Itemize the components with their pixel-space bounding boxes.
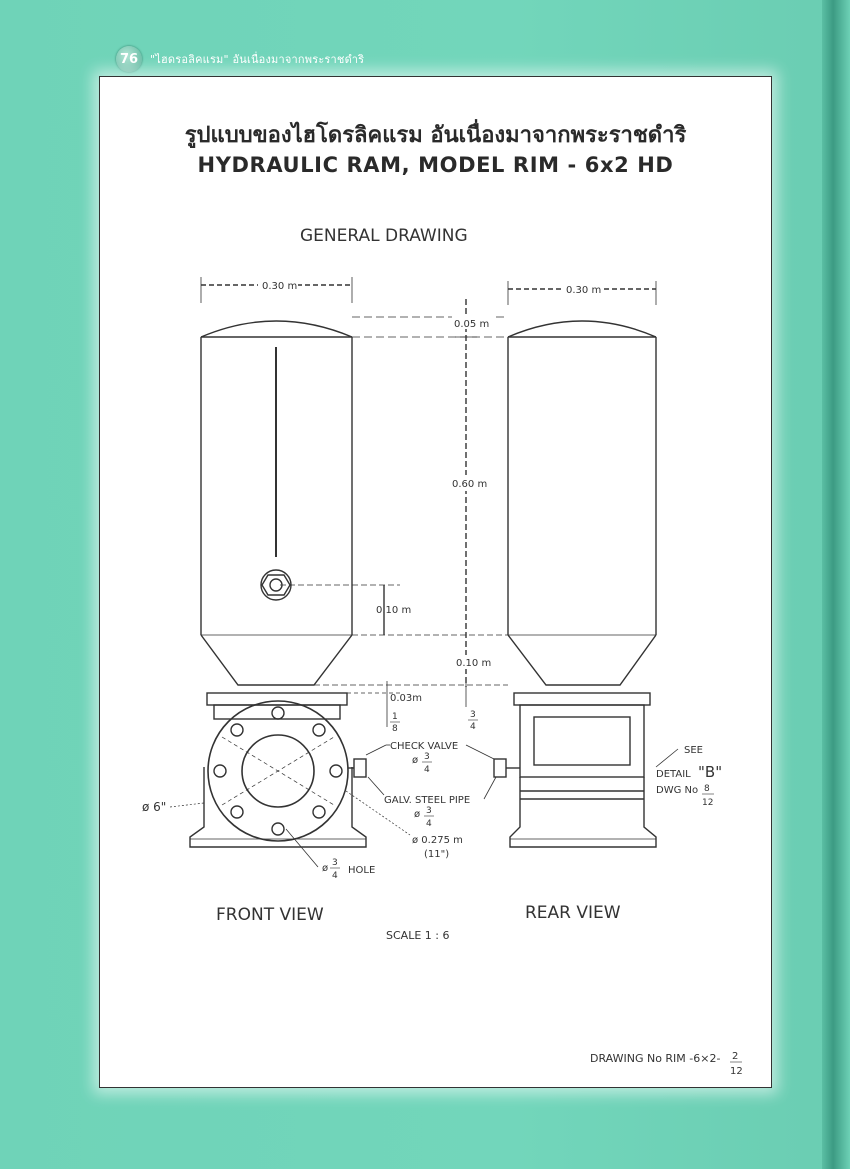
rear-view: 0.30 m [493, 281, 657, 848]
flange-dia-label: ø 0.275 m [412, 835, 463, 846]
center-dimensions: 0.05 m 0.60 m 0.10 m 0.10 m 0.03m 1 8 3 … [280, 299, 508, 734]
rear-view-label: REAR VIEW [525, 903, 621, 923]
front-stand [189, 767, 367, 848]
outlet-height-label: 0.10 m [376, 605, 411, 616]
scale-label: SCALE 1 : 6 [386, 929, 449, 942]
title-thai: รูปแบบของไฮโดรลิคแรม อันเนื่องมาจากพระรา… [184, 123, 687, 148]
drawing-number-num: 2 [732, 1051, 738, 1062]
title-english: HYDRAULIC RAM, MODEL RIM - 6x2 HD [197, 153, 674, 177]
drawing-number-den: 12 [730, 1066, 743, 1077]
bolt-hole-top-right [312, 723, 326, 737]
galv-pipe-label: GALV. STEEL PIPE [384, 795, 470, 806]
bolt-hole-top-left [230, 723, 244, 737]
check-valve-leader-left [365, 744, 387, 756]
check-valve-leader-right [465, 744, 495, 760]
check-valve-frac-num: 3 [424, 752, 430, 762]
fraction-eighth-den: 8 [392, 724, 398, 734]
fraction-quarter-num: 3 [470, 710, 476, 720]
see-label: SEE [684, 745, 703, 756]
detail-leader [655, 748, 679, 768]
detail-letter: "B" [698, 763, 722, 781]
engineering-drawing: GENERAL DRAWING 0.30 m [142, 226, 743, 1077]
rear-stand [509, 777, 657, 848]
hole-label: HOLE [348, 865, 375, 876]
rear-tank-cone [507, 634, 657, 686]
dwg-no-label: DWG No [656, 785, 698, 796]
callouts: CHECK VALVE ø 3 4 GALV. STEEL PIPE ø 3 4… [285, 741, 722, 881]
front-width-label: 0.30 m [262, 281, 297, 292]
hole-frac-num: 3 [332, 858, 338, 868]
check-valve-frac-den: 4 [424, 765, 430, 775]
drawing-sheet: รูปแบบของไฮโดรลิคแรม อันเนื่องมาจากพระรา… [99, 76, 772, 1088]
rear-base-plate [513, 692, 651, 706]
dome-height-label: 0.05 m [454, 319, 489, 330]
hole-size: ø [322, 863, 328, 874]
pipe-size: ø [414, 809, 420, 820]
flange-inch-label: (11") [424, 849, 449, 860]
pipe-frac-den: 4 [426, 819, 432, 829]
body-height-label: 0.60 m [452, 479, 487, 490]
flange-dia-leader [345, 790, 411, 836]
front-tank-dome [200, 320, 353, 338]
front-flange-outer [207, 700, 349, 842]
bolt-hole-right [329, 764, 343, 778]
book-spine [822, 0, 850, 1169]
rear-tank-dome [507, 320, 657, 338]
hole-leader [285, 828, 319, 868]
front-view: 0.30 m [142, 277, 367, 848]
rear-width-label: 0.30 m [566, 285, 601, 296]
front-base-plate [206, 692, 348, 706]
dwg-den: 12 [702, 798, 713, 808]
rear-inner-frame [533, 716, 631, 766]
bolt-hole-left [213, 764, 227, 778]
drawing-number: DRAWING No RIM -6×2- [590, 1052, 720, 1065]
bolt-hole-bottom [271, 822, 285, 836]
cone-height-label: 0.10 m [456, 658, 491, 669]
base-plate-label: 0.03m [390, 693, 422, 704]
front-tank-cone [200, 634, 353, 686]
front-flange-bore [241, 734, 315, 808]
bolt-hole-top [271, 706, 285, 720]
general-drawing-heading: GENERAL DRAWING [300, 226, 468, 246]
hole-frac-den: 4 [332, 871, 338, 881]
front-flange-diag-2 [221, 736, 335, 806]
detail-label: DETAIL [656, 769, 691, 780]
page-number: 76 [116, 46, 142, 72]
fraction-quarter-den: 4 [470, 722, 476, 732]
bolt-hole-bottom-right [312, 805, 326, 819]
front-outlet-nut [261, 574, 291, 596]
running-head: "ไฮดรอลิคแรม" อันเนื่องมาจากพระราชดำริ [150, 53, 365, 66]
rear-body-frame [519, 704, 645, 778]
rear-check-valve [493, 758, 507, 778]
six-inch-label: ø 6" [142, 800, 166, 814]
front-check-valve [353, 758, 367, 778]
check-valve-label: CHECK VALVE [390, 741, 458, 752]
bolt-hole-bottom-left [230, 805, 244, 819]
front-view-label: FRONT VIEW [216, 905, 324, 925]
galv-pipe-leader-right [483, 776, 497, 800]
pipe-frac-num: 3 [426, 806, 432, 816]
page-header: 76 "ไฮดรอลิคแรม" อันเนื่องมาจากพระราชดำร… [116, 46, 364, 72]
check-valve-size: ø [412, 755, 418, 766]
dwg-num: 8 [704, 784, 710, 794]
six-inch-leader [169, 802, 205, 808]
fraction-eighth-num: 1 [392, 712, 398, 722]
galv-pipe-leader-left [367, 776, 385, 796]
